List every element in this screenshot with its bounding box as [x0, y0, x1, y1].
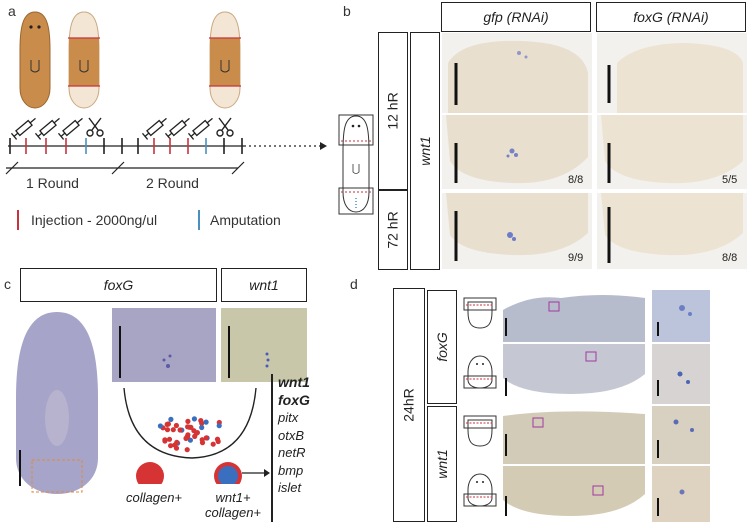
- cell-dot: [165, 421, 171, 427]
- panel-d-letter: d: [350, 276, 358, 292]
- zoom-wnt1-head: [652, 406, 710, 464]
- cell-dot: [186, 424, 192, 430]
- round-1-label: 1 Round: [26, 175, 79, 191]
- cell-dot: [192, 433, 198, 439]
- cell-dot: [162, 438, 168, 444]
- count-foxg-12h: 5/5: [722, 174, 738, 186]
- gene-list: wnt1 foxG pitx otxB netR bmp islet: [278, 374, 310, 497]
- time-24hr-label: 24hR: [393, 288, 425, 522]
- cell-dot: [174, 439, 180, 445]
- micrograph-wnt1-tail: [501, 466, 647, 522]
- count-gfp-12h: 8/8: [568, 174, 584, 186]
- cell-dot: [199, 420, 205, 426]
- arrow-icon: [242, 469, 270, 477]
- trunk-worm-icon-1: [68, 11, 100, 109]
- gene-otxb: otxB: [278, 427, 305, 443]
- gene-foxg: foxG: [278, 391, 310, 408]
- cell-dot: [203, 419, 209, 425]
- cell-dot: [173, 445, 180, 451]
- wnt1-tail-zoom: [221, 308, 307, 382]
- row-72hr-label: 72 hR: [378, 190, 408, 270]
- foxg-tail-zoom: [112, 308, 216, 382]
- trunk-worm-icon-2: [209, 11, 241, 109]
- injection-legend: Injection - 2000ng/ul: [31, 212, 158, 228]
- zoom-foxg-tail: [652, 344, 710, 404]
- gene-pitx: pitx: [278, 410, 299, 425]
- timeline: [5, 138, 327, 230]
- cell-dot: [214, 436, 221, 442]
- whole-worm-foxg-image: [6, 308, 108, 496]
- micrograph-foxg-tail: [501, 344, 647, 404]
- gene-bmp: bmp: [278, 462, 304, 478]
- micrograph-wnt1-head: [501, 406, 647, 464]
- cell-dot: [199, 440, 206, 446]
- cell-dot: [166, 436, 173, 442]
- collagen-label: collagen+: [126, 490, 183, 505]
- zoom-wnt1-tail: [652, 466, 710, 522]
- syringe-icons: [10, 117, 213, 140]
- panel-c-letter: c: [4, 276, 11, 292]
- cell-diagram: [123, 387, 257, 484]
- foxg-rnai-header: foxG (RNAi): [596, 2, 746, 32]
- cell-dot: [177, 427, 183, 433]
- worm-cut-schematic: [338, 114, 374, 215]
- wnt1-row-label: wnt1: [427, 406, 457, 522]
- cell-dot: [203, 435, 209, 441]
- micrograph-gfp-72h: [442, 193, 592, 269]
- row-12hr-label: 12 hR: [378, 32, 408, 190]
- micrograph-foxg-72h: [597, 193, 747, 269]
- micrograph-gfp-12h-top: [442, 33, 592, 113]
- zoom-foxg-head: [652, 290, 710, 342]
- cell-dot: [216, 423, 222, 429]
- cell-dot: [210, 441, 216, 447]
- gfp-rnai-header: gfp (RNAi): [441, 2, 591, 32]
- cell-dot: [168, 416, 174, 422]
- scissors-icons: [86, 117, 234, 137]
- micrograph-foxg-head: [501, 290, 647, 342]
- wnt1-gene-label: wnt1: [410, 32, 440, 270]
- gene-list-bracket: [271, 374, 273, 522]
- cell-dot: [185, 432, 191, 438]
- fragment-schematics: [463, 297, 497, 507]
- foxg-row-label: foxG: [427, 290, 457, 404]
- foxg-header: foxG: [20, 268, 217, 302]
- cell-dot: [199, 424, 205, 431]
- micrograph-foxg-12h-top: [597, 33, 747, 113]
- count-foxg-72h: 8/8: [722, 252, 738, 264]
- wnt1-header: wnt1: [221, 268, 307, 302]
- micrograph-foxg-12h-bottom: [597, 115, 747, 189]
- panel-a-letter: a: [8, 3, 16, 19]
- wnt1-collagen-label: wnt1+collagen+: [205, 490, 262, 520]
- count-gfp-72h: 9/9: [568, 252, 584, 264]
- cell-dot: [173, 422, 179, 429]
- cell-dot: [191, 416, 197, 422]
- intact-worm-icon: [19, 11, 51, 109]
- cell-dot: [164, 427, 171, 433]
- gene-islet: islet: [278, 480, 302, 495]
- cell-dot: [194, 430, 200, 436]
- cell-dot: [184, 447, 190, 453]
- panel-b-letter: b: [343, 3, 351, 19]
- cell-dot: [157, 423, 163, 429]
- cell-dot: [170, 427, 176, 433]
- gene-wnt1: wnt1: [278, 374, 310, 390]
- cell-dot: [168, 443, 174, 449]
- micrograph-gfp-12h-bottom: [442, 115, 592, 189]
- round-2-label: 2 Round: [146, 175, 199, 191]
- gene-netr: netR: [278, 445, 306, 460]
- cell-dot: [185, 418, 191, 424]
- panel-a-schematic: [5, 11, 327, 230]
- amputation-legend: Amputation: [210, 212, 281, 228]
